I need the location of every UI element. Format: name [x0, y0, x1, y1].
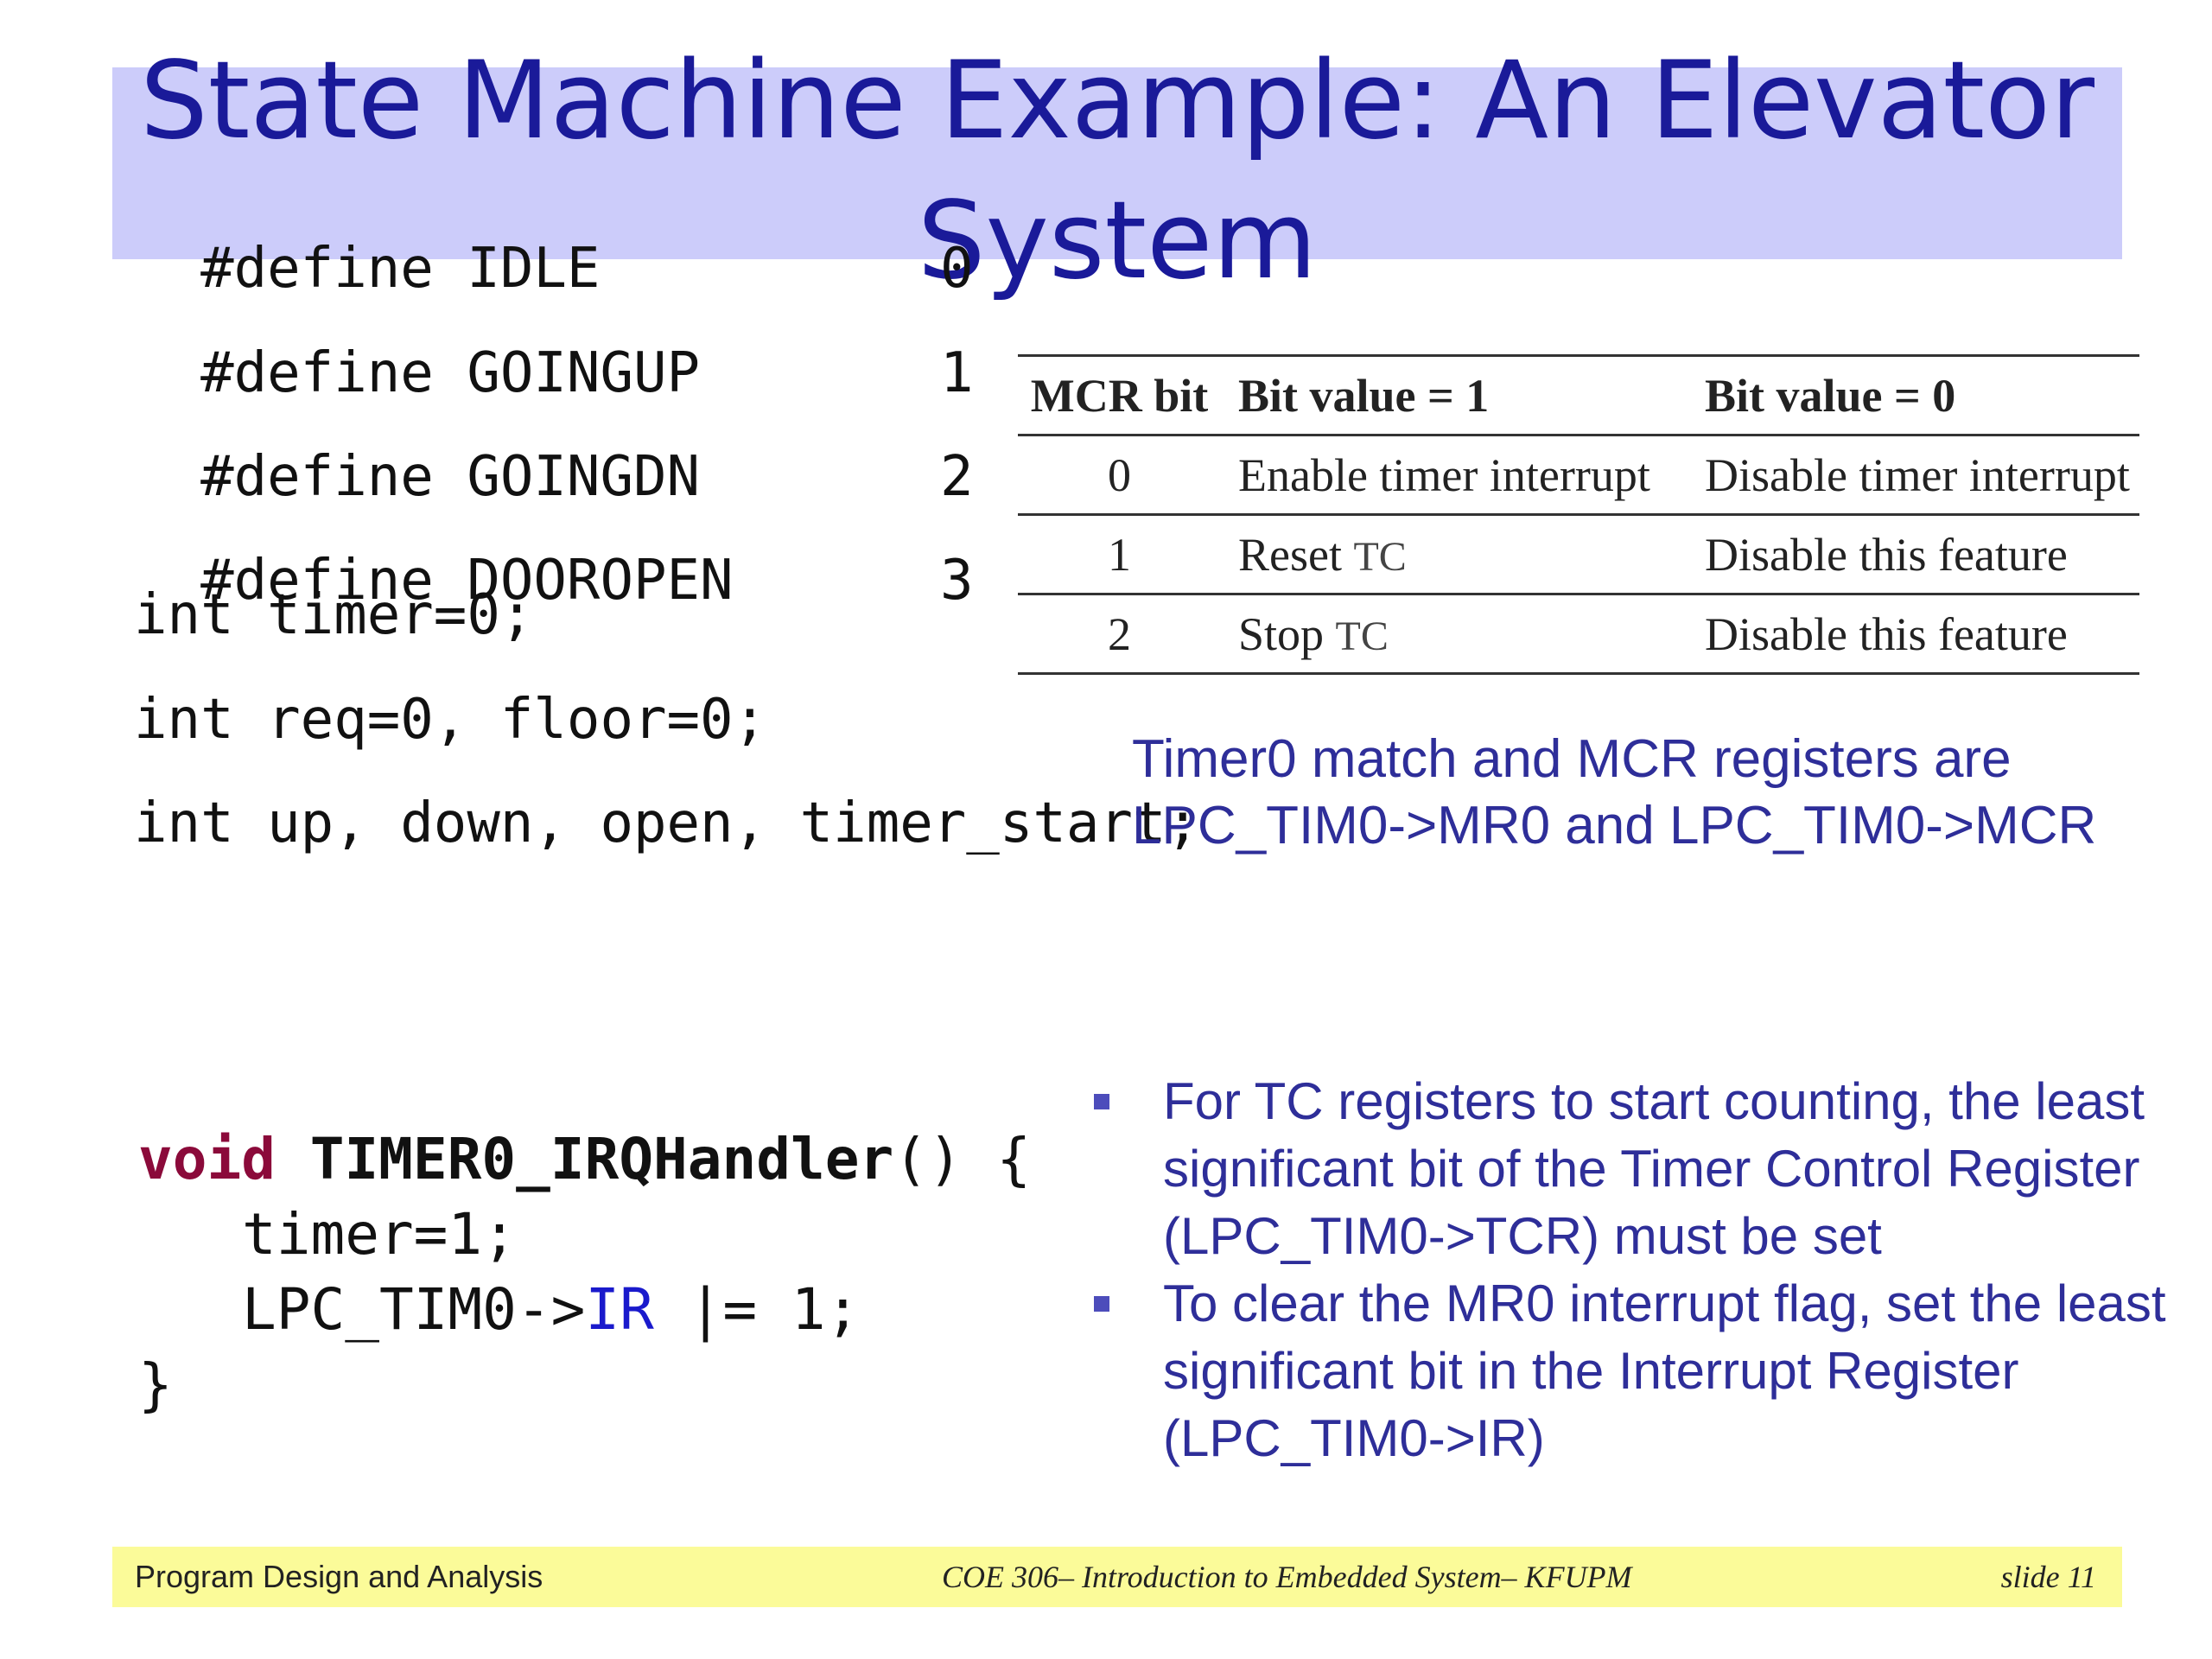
bullet-text: To clear the MR0 interrupt flag, set the… [1163, 1274, 2166, 1467]
handler-line-ir: LPC_TIM0->IR |= 1; [138, 1272, 1031, 1347]
handler-name: TIMER0_IRQHandler [309, 1126, 894, 1192]
define-goingdn: #define GOINGDN 2 [134, 373, 973, 512]
cell-set: Enable timer interrupt [1238, 435, 1705, 515]
cell-clear: Disable this feature [1705, 528, 2068, 581]
list-item: To clear the MR0 interrupt flag, set the… [1090, 1270, 2205, 1472]
ir-prefix: LPC_TIM0-> [242, 1276, 586, 1343]
table-row: 1 Reset TC Disable this feature [1018, 515, 2139, 594]
footer-course-title: COE 306– Introduction to Embedded System… [942, 1560, 1632, 1594]
ir-field: IR [585, 1276, 654, 1343]
irq-handler-code: void TIMER0_IRQHandler() { timer=1; LPC_… [138, 1122, 1031, 1422]
define-text: #define GOINGDN [200, 445, 701, 509]
bullet-list: For TC registers to start counting, the … [1090, 1068, 2205, 1472]
handler-close: } [138, 1351, 173, 1418]
declaration-timer: int timer=0; [134, 583, 534, 647]
footer: Program Design and Analysis COE 306– Int… [112, 1547, 2122, 1607]
square-bullet-icon [1094, 1296, 1109, 1312]
handler-open: () { [893, 1126, 1032, 1192]
cell-set: Reset TC [1238, 515, 1705, 594]
table-row: 2 Stop TC Disable this feature [1018, 594, 2139, 674]
define-text: #define DOOROPEN [200, 549, 734, 613]
header-mcr-bit: MCR bit [1030, 369, 1209, 422]
define-goingup: #define GOINGUP 1 [134, 270, 973, 408]
mcr-table: MCR bit Bit value = 1 Bit value = 0 0 En… [1018, 354, 2139, 675]
cell-set-tc: TC [1335, 613, 1389, 659]
declaration-flags: int up, down, open, timer_start; [134, 791, 1199, 855]
define-value: 0 [940, 237, 974, 301]
cell-set-tc: TC [1353, 533, 1407, 580]
cell-clear: Disable this feature [1705, 607, 2068, 660]
cell-bit: 1 [1108, 528, 1131, 581]
title-band [112, 67, 2122, 259]
list-item: For TC registers to start counting, the … [1090, 1068, 2205, 1270]
header-bit-value-0: Bit value = 0 [1705, 369, 1956, 422]
footer-slide-number: slide 11 [2000, 1560, 2096, 1594]
define-value: 2 [940, 445, 974, 509]
header-bit-value-1: Bit value = 1 [1238, 369, 1490, 422]
square-bullet-icon [1094, 1094, 1109, 1109]
footer-course-topic: Program Design and Analysis [135, 1559, 543, 1594]
table-row: 0 Enable timer interrupt Disable timer i… [1018, 435, 2139, 515]
cell-bit: 0 [1108, 448, 1131, 501]
define-value: 3 [940, 549, 974, 613]
handler-line-timer: timer=1; [242, 1201, 517, 1268]
handler-signature: void TIMER0_IRQHandler() { [138, 1122, 1031, 1197]
define-idle: #define IDLE 0 [134, 165, 973, 303]
cell-set-text: Enable timer interrupt [1238, 448, 1650, 501]
cell-set: Stop TC [1238, 594, 1705, 674]
note-line: LPC_TIM0->MR0 and LPC_TIM0->MCR [1132, 796, 2097, 855]
void-keyword: void [138, 1126, 276, 1192]
cell-clear: Disable timer interrupt [1705, 448, 2130, 501]
define-dooropen: #define DOOROPEN 3 [134, 477, 973, 615]
cell-set-text: Stop [1238, 607, 1325, 660]
define-value: 1 [940, 341, 974, 405]
define-text: #define IDLE [200, 237, 601, 301]
bullet-text: For TC registers to start counting, the … [1163, 1072, 2145, 1265]
slide-title: State Machine Example: An Elevator Syste… [139, 39, 2095, 303]
define-text: #define GOINGUP [200, 341, 701, 405]
ir-suffix: |= 1; [653, 1276, 861, 1343]
declaration-req-floor: int req=0, floor=0; [134, 688, 767, 752]
cell-set-text: Reset [1238, 528, 1342, 581]
mcr-table-header: MCR bit Bit value = 1 Bit value = 0 [1018, 355, 2139, 435]
note-line: Timer0 match and MCR registers are [1132, 729, 2012, 789]
cell-bit: 2 [1108, 607, 1131, 660]
timer-register-note: Timer0 match and MCR registers are LPC_T… [1132, 726, 2169, 859]
